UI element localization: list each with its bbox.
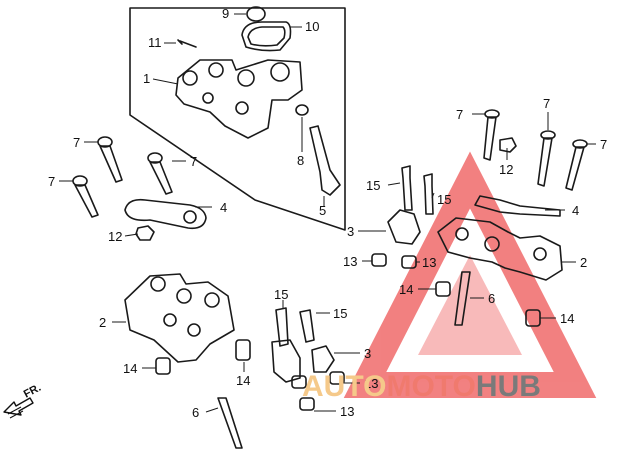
part-2-holder-right	[437, 217, 563, 281]
callout-2a: 2	[580, 255, 587, 270]
part-15-bolt-d	[299, 309, 315, 343]
watermark-triangle	[343, 151, 597, 398]
callout-15a: 15	[366, 178, 380, 193]
callout-12a: 12	[108, 229, 122, 244]
part-13-cap-d	[329, 371, 345, 385]
part-14-dowel-c	[155, 357, 171, 375]
callout-14b: 14	[560, 311, 574, 326]
callout-8: 8	[297, 153, 304, 168]
callout-3a: 3	[347, 224, 354, 239]
callout-3b: 3	[364, 346, 371, 361]
callout-1: 1	[143, 71, 150, 86]
part-12-nut-left	[135, 225, 155, 241]
part-13-cap-c	[291, 375, 307, 389]
callout-7b: 7	[190, 154, 197, 169]
upper-panel-outline	[129, 7, 346, 231]
part-7-bolt-c	[72, 175, 99, 218]
callout-13a: 13	[343, 254, 357, 269]
part-10-gasket	[241, 21, 292, 52]
callout-7d: 7	[456, 107, 463, 122]
callout-7e: 7	[543, 96, 550, 111]
part-14-dowel-a	[435, 281, 451, 297]
watermark-auto: AUTO	[302, 370, 386, 403]
callout-14c: 14	[123, 361, 137, 376]
leader-lines	[59, 13, 596, 413]
callout-7c: 7	[48, 174, 55, 189]
watermark-text: AUTOMOTOHUB	[302, 370, 541, 403]
part-7-bolt-f	[565, 139, 588, 191]
callout-12b: 12	[499, 162, 513, 177]
part-11-screw	[177, 39, 197, 48]
callout-6b: 6	[192, 405, 199, 420]
part-9-grommet	[246, 6, 266, 22]
part-5-plug	[309, 125, 341, 196]
watermark-moto: MOTO	[386, 370, 475, 403]
front-arrow-label: FR.	[22, 382, 43, 401]
part-13-cap-e	[299, 397, 315, 411]
callout-5: 5	[319, 203, 326, 218]
part-7-bolt-d	[483, 109, 500, 161]
callout-10: 10	[305, 19, 319, 34]
callout-15c: 15	[274, 287, 288, 302]
callout-15d: 15	[333, 306, 347, 321]
callout-7f: 7	[600, 137, 607, 152]
part-3-rocker-right	[387, 209, 421, 245]
callout-14a: 14	[399, 282, 413, 297]
part-7-bolt-a	[97, 136, 123, 183]
part-6-stud-right	[454, 271, 471, 326]
part-4-lever-hole	[183, 210, 197, 224]
callout-4b: 4	[572, 203, 579, 218]
callout-13c: 13	[364, 376, 378, 391]
watermark-hub: HUB	[476, 370, 541, 403]
part-1-holder	[175, 59, 303, 139]
part-3-rocker-lower	[271, 339, 301, 383]
callout-15b: 15	[437, 192, 451, 207]
callout-13b: 13	[422, 255, 436, 270]
part-6-stud-left	[217, 397, 243, 449]
part-3-rocker-lower-b	[311, 345, 335, 373]
callout-14d: 14	[236, 373, 250, 388]
part-13-cap-a	[371, 253, 387, 267]
part-8-washer	[295, 104, 309, 116]
callout-11: 11	[148, 35, 162, 50]
watermark-inner-triangle	[418, 255, 522, 355]
front-arrow-icon	[3, 397, 34, 419]
part-14-dowel-d	[235, 339, 251, 361]
part-2-holder-left	[124, 273, 235, 363]
callout-4a: 4	[220, 200, 227, 215]
part-7-bolt-b	[147, 152, 173, 195]
callout-13d: 13	[340, 404, 354, 419]
callout-labels: 9 10 11 1 8 5 7 7 7 4 12 7 7 7 12 15 15 …	[48, 6, 607, 420]
callout-7a: 7	[73, 135, 80, 150]
callout-2b: 2	[99, 315, 106, 330]
part-15-bolt-a	[401, 165, 413, 211]
callout-9: 9	[222, 6, 229, 21]
part-10-gasket-inner	[247, 26, 286, 47]
part-7-bolt-e	[537, 130, 556, 187]
part-4-lever-left	[124, 198, 207, 230]
callout-6a: 6	[488, 291, 495, 306]
part-12-nut-right	[499, 137, 517, 153]
watermark-logo	[343, 151, 597, 398]
part-15-bolt-b	[423, 173, 434, 215]
